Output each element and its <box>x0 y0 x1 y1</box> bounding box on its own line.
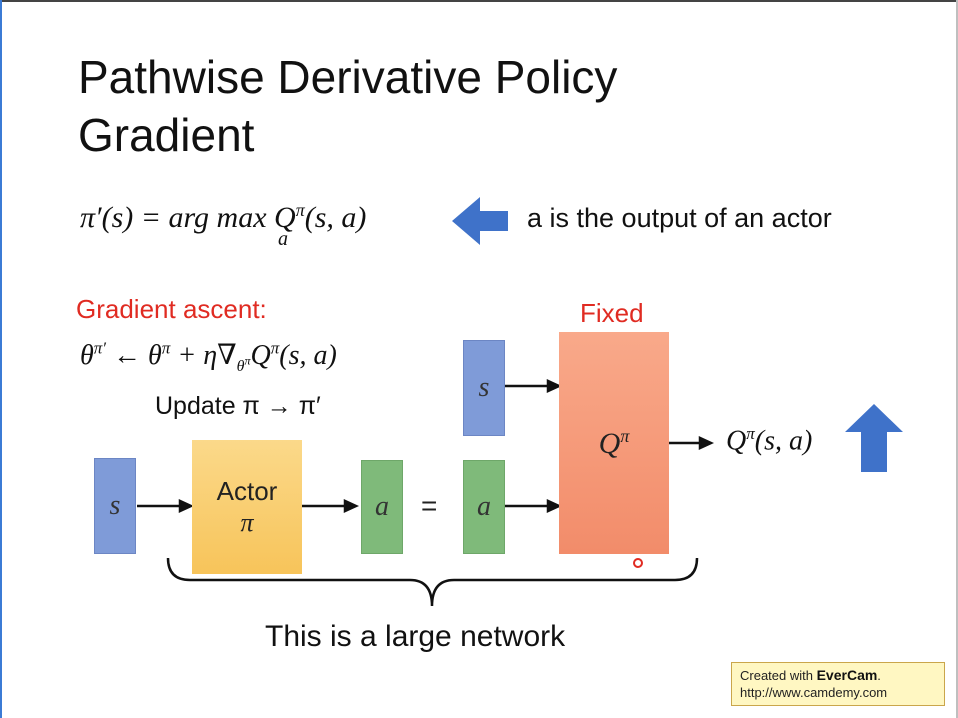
evercam-watermark: Created with EverCam. http://www.camdemy… <box>731 662 945 706</box>
window-top-border <box>0 0 958 2</box>
gradient-eq-tail: (s, a) <box>279 340 337 371</box>
q-label-text: Q <box>598 426 621 460</box>
actor-label: Actor <box>216 476 278 506</box>
q-output-sup: π <box>746 424 755 443</box>
slide-title: Pathwise Derivative Policy Gradient <box>78 48 838 164</box>
window-right-border <box>956 0 958 718</box>
network-caption: This is a large network <box>265 620 566 653</box>
gradient-ascent-label: Gradient ascent: <box>76 294 267 324</box>
q-output-tail: (s, a) <box>754 425 813 457</box>
q-output-q: Q <box>726 425 747 457</box>
state-input-q-box: s <box>463 340 505 436</box>
state-input-box: s <box>94 458 136 554</box>
watermark-line1: Created with EverCam. <box>740 667 881 683</box>
pointer-cursor-icon <box>633 558 643 568</box>
gradient-eq-mid: ← θ <box>106 340 162 371</box>
action-input-label: a <box>477 491 491 522</box>
watermark-created-with: Created with <box>740 668 817 683</box>
action-output-label: a <box>375 491 389 522</box>
actor-box: Actor π <box>192 440 302 574</box>
slide-title-line2: Gradient <box>78 109 255 161</box>
gradient-eq-theta: θ <box>80 340 94 371</box>
policy-equation-tail: (s, a) <box>304 201 367 234</box>
state-input-q-label: s <box>478 372 490 403</box>
argmax-subscript: a <box>278 228 288 250</box>
network-brace <box>166 557 699 607</box>
q-network-label: Qπ <box>599 426 630 461</box>
q-network-box: Qπ <box>559 332 669 554</box>
gradient-eq-subsup: π <box>244 353 251 368</box>
policy-equation-sup: π <box>295 200 305 220</box>
fixed-label: Fixed <box>580 298 644 328</box>
policy-equation-main: π′(s) = arg max Q <box>80 201 296 234</box>
gradient-eq-sup2: π <box>161 338 171 358</box>
update-policy-text: Update π → π′ <box>155 392 321 420</box>
watermark-url: http://www.camdemy.com <box>740 685 888 700</box>
gradient-eq-sub: θ <box>236 357 245 375</box>
q-label-sup: π <box>620 425 630 446</box>
equals-sign: = <box>421 490 438 521</box>
gradient-eq-q: Q <box>250 340 271 371</box>
watermark-brand: EverCam <box>816 667 878 683</box>
action-output-box: a <box>361 460 403 554</box>
slide-title-line1: Pathwise Derivative Policy <box>78 51 618 103</box>
window-left-border <box>0 0 2 718</box>
gradient-eq-q-sup: π <box>270 338 280 358</box>
gradient-equation: θπ′ ← θπ + η∇θπQπ(s, a) <box>80 338 337 376</box>
state-input-label: s <box>109 490 121 521</box>
policy-equation: π′(s) = arg max Qπ(s, a) a <box>80 200 367 250</box>
actor-output-note: a is the output of an actor <box>527 203 832 233</box>
gradient-eq-mid2: + η∇ <box>170 340 237 371</box>
actor-symbol: π <box>240 508 254 537</box>
action-input-box: a <box>463 460 505 554</box>
q-output: Qπ(s, a) <box>726 424 812 457</box>
left-arrow-icon <box>452 197 508 245</box>
gradient-eq-sup1: π′ <box>93 338 107 358</box>
up-arrow-icon <box>845 404 903 472</box>
